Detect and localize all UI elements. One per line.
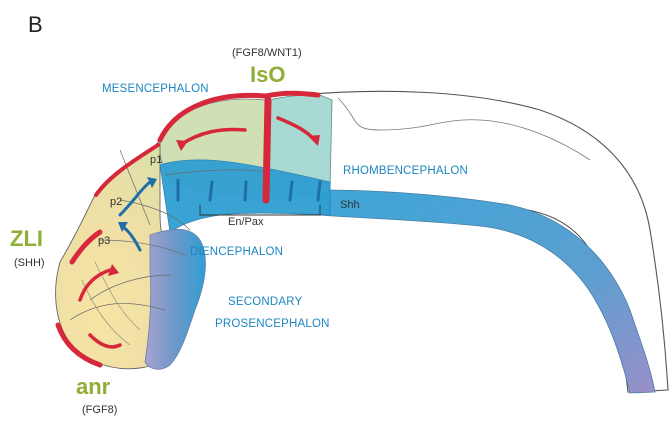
secondary-label: SECONDARY <box>228 296 303 308</box>
p2-label: p2 <box>110 196 122 208</box>
iso-signal-label: (FGF8/WNT1) <box>232 47 302 59</box>
shh-label: Shh <box>340 199 360 211</box>
panel-letter: B <box>28 12 43 37</box>
mesencephalon-label: MESENCEPHALON <box>102 83 209 95</box>
anr-label: anr <box>76 374 111 399</box>
anr-signal-label: (FGF8) <box>82 404 117 416</box>
iso-label: IsO <box>250 62 285 87</box>
en-pax-label: En/Pax <box>228 216 264 228</box>
p3-label: p3 <box>98 235 110 247</box>
rhombencephalon-outline <box>300 91 668 392</box>
p1-label: p1 <box>150 154 162 166</box>
zli-signal-label: (SHH) <box>14 257 45 269</box>
rhombencephalon-label: RHOMBENCEPHALON <box>343 165 468 177</box>
diencephalon-label: DIENCEPHALON <box>190 246 283 258</box>
zli-label: ZLI <box>10 226 43 251</box>
prosencephalon-label: PROSENCEPHALON <box>215 318 330 330</box>
